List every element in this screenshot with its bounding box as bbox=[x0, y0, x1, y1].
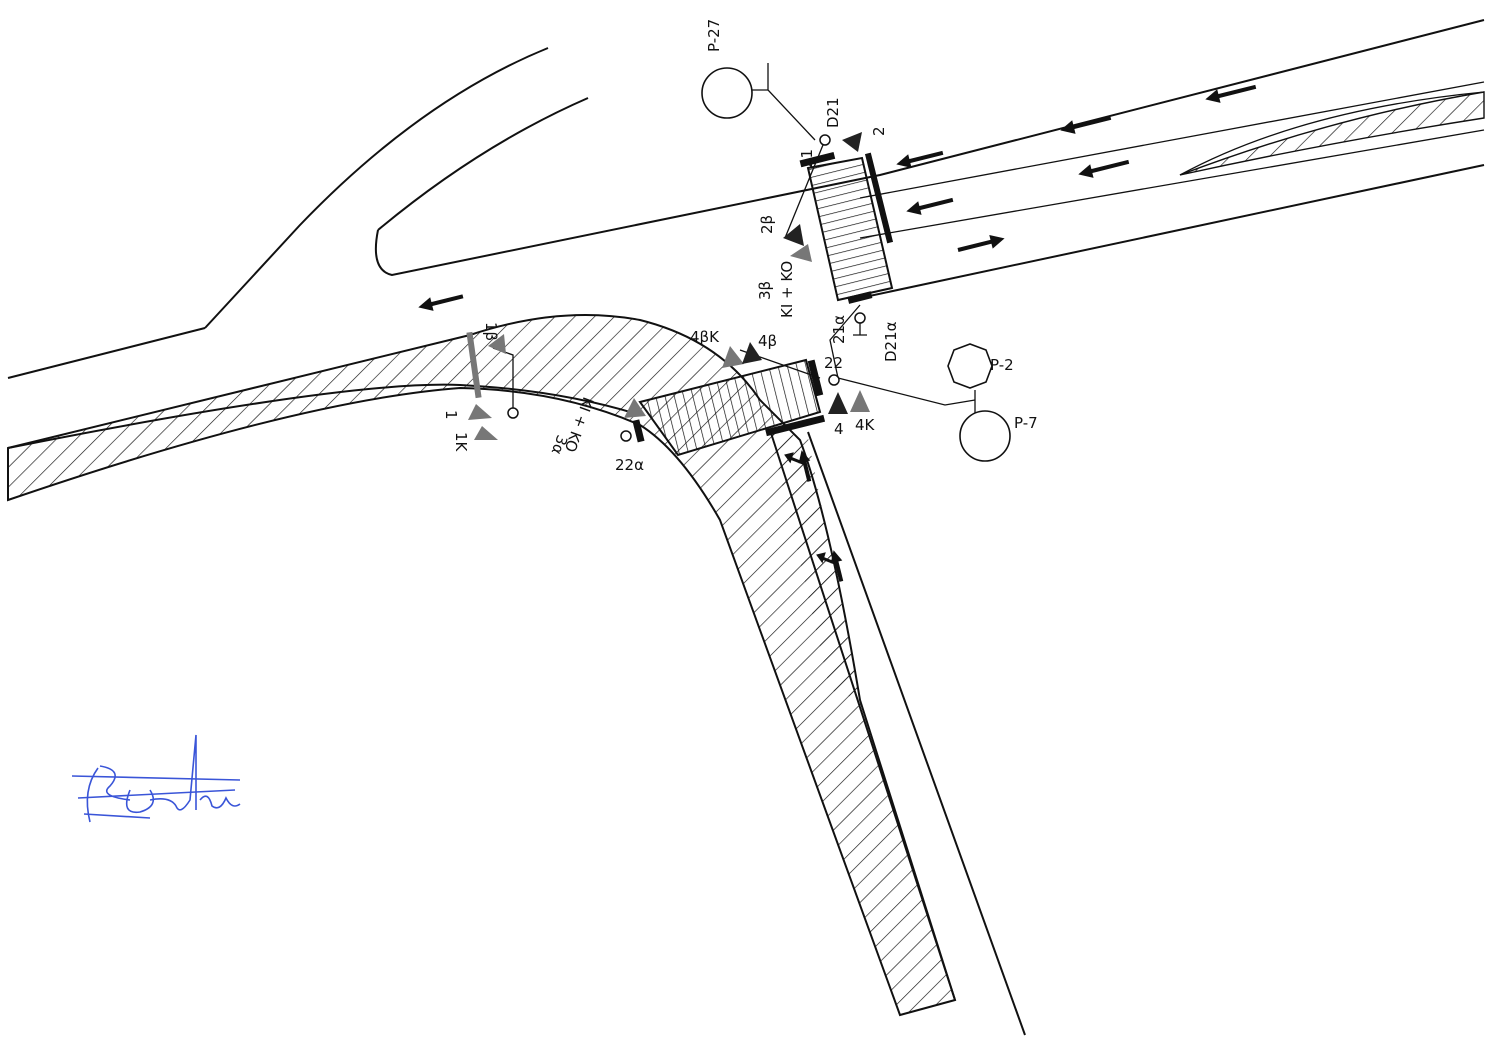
label-ki-ko-left: KI + KO bbox=[561, 395, 597, 455]
push-buttons bbox=[507, 134, 867, 442]
signal-head-icon bbox=[828, 392, 848, 414]
controller-label-p7: P-7 bbox=[1014, 414, 1038, 432]
left-arrow-icon bbox=[896, 150, 944, 168]
push-button-icon bbox=[819, 134, 831, 146]
right-arrow-icon bbox=[957, 234, 1005, 252]
label-1: 1 bbox=[442, 410, 460, 420]
hatched-island-east bbox=[1179, 91, 1485, 176]
label-3a: 3α bbox=[548, 433, 572, 458]
signal-head-icon bbox=[790, 244, 812, 262]
traffic-arrows bbox=[418, 84, 1257, 582]
signal-head-icon bbox=[722, 346, 744, 368]
left-arrow-icon bbox=[1060, 115, 1112, 134]
push-button-icon bbox=[620, 430, 632, 442]
straight-left-arrow-icon bbox=[784, 450, 812, 482]
controller-label-p2: P-2 bbox=[990, 356, 1014, 374]
crossing-main-east bbox=[806, 156, 894, 302]
push-button-icon bbox=[828, 374, 840, 386]
controller-circle-icon bbox=[959, 410, 1011, 462]
hatched-areas bbox=[7, 91, 1485, 1017]
left-arrow-icon bbox=[418, 294, 464, 311]
label-4bk: 4βK bbox=[690, 328, 720, 346]
pedestrian-crossings bbox=[638, 156, 894, 457]
signal-head-icon bbox=[488, 334, 506, 354]
controller-label-p27: P-27 bbox=[705, 19, 723, 52]
label-22: 22 bbox=[824, 354, 843, 372]
label-21: 21 bbox=[798, 149, 816, 168]
label-21a: 21α bbox=[830, 315, 848, 344]
label-2: 2 bbox=[870, 126, 888, 136]
stop-lines bbox=[466, 152, 894, 443]
signal-head-icon bbox=[842, 132, 862, 152]
left-arrow-icon bbox=[1078, 159, 1130, 178]
controller-octagon-icon bbox=[947, 343, 993, 389]
signal-heads bbox=[468, 132, 870, 440]
label-ki-ko-top: KI + KO bbox=[778, 261, 796, 318]
label-4b: 4β bbox=[758, 332, 777, 350]
push-button-icon bbox=[854, 312, 866, 324]
signal-head-icon bbox=[474, 426, 498, 440]
controller-p2: P-2 bbox=[947, 343, 1014, 389]
crossing-side-west bbox=[638, 358, 822, 457]
left-arrow-icon bbox=[906, 197, 954, 215]
label-3b: 3β bbox=[756, 281, 774, 300]
label-1b: 1β bbox=[482, 322, 500, 341]
signal-head-icon bbox=[850, 390, 870, 412]
label-d21a: D21α bbox=[882, 321, 900, 362]
signal-head-icon bbox=[742, 342, 762, 364]
signal-head-icon bbox=[468, 404, 492, 420]
left-arrow-icon bbox=[1205, 84, 1257, 103]
label-d21: D21 bbox=[824, 97, 842, 128]
signal-head-icon bbox=[624, 398, 646, 418]
push-button-icon bbox=[507, 407, 519, 419]
controller-p27: P-27 bbox=[701, 19, 753, 119]
straight-left-arrow-icon bbox=[816, 550, 844, 582]
label-1k: 1K bbox=[452, 432, 470, 453]
handwritten-signature bbox=[71, 734, 241, 823]
label-22a: 22α bbox=[615, 456, 644, 474]
signal-head-icon bbox=[783, 224, 804, 246]
hatched-median-west bbox=[7, 314, 957, 1017]
label-4: 4 bbox=[834, 420, 844, 438]
label-4k: 4K bbox=[855, 416, 876, 434]
controller-circle-icon bbox=[701, 67, 753, 119]
controller-p7: P-7 bbox=[959, 410, 1038, 462]
hatched-strip-side bbox=[770, 432, 860, 700]
label-2b: 2β bbox=[758, 215, 776, 234]
